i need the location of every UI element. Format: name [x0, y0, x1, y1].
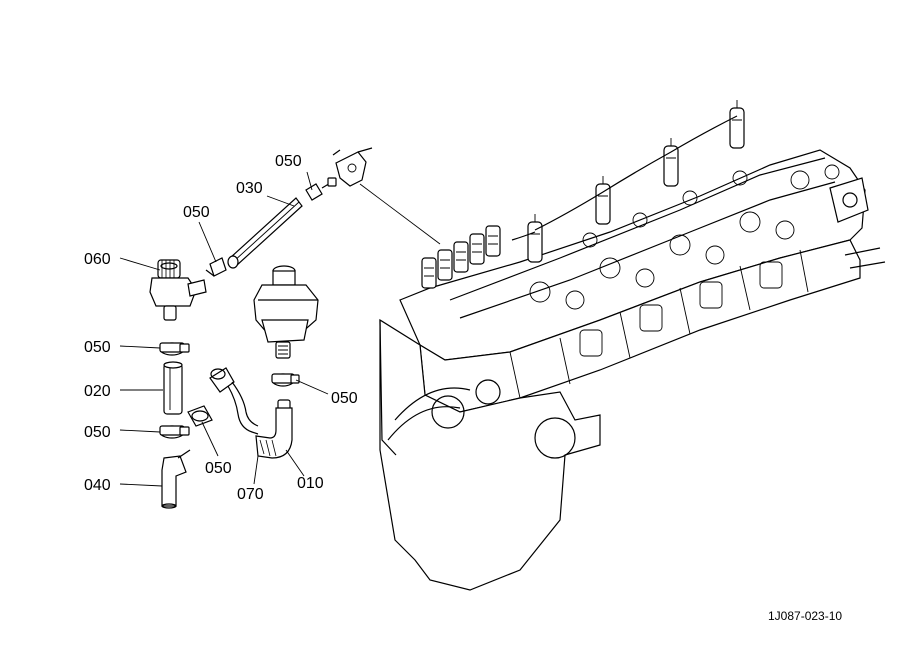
part-label-050: 050 [84, 339, 111, 356]
part-label-050: 050 [205, 460, 232, 477]
part-label-050: 050 [275, 153, 302, 170]
valve-housing-060-illustration [149, 259, 207, 321]
part-label-070: 070 [237, 486, 264, 503]
part-label-050: 050 [183, 204, 210, 221]
hose-clamp-illustration [205, 177, 337, 277]
part-label-020: 020 [84, 383, 111, 400]
hose-010-illustration [255, 373, 300, 459]
hose-070-illustration [187, 367, 259, 435]
part-label-010: 010 [297, 475, 324, 492]
leader-lines [119, 171, 329, 487]
part-label-030: 030 [236, 180, 263, 197]
part-label-050: 050 [84, 424, 111, 441]
part-label-050: 050 [331, 390, 358, 407]
part-label-060: 060 [84, 251, 111, 268]
figure-code: 1J087-023-10 [768, 609, 842, 623]
hose-stack-illustration [159, 342, 191, 509]
tee-fitting-illustration [332, 147, 441, 245]
fuel-sedimenter-illustration [253, 265, 319, 359]
engine-block-illustration [379, 100, 886, 591]
fuel-hose-030-illustration [227, 197, 303, 269]
part-label-040: 040 [84, 477, 111, 494]
